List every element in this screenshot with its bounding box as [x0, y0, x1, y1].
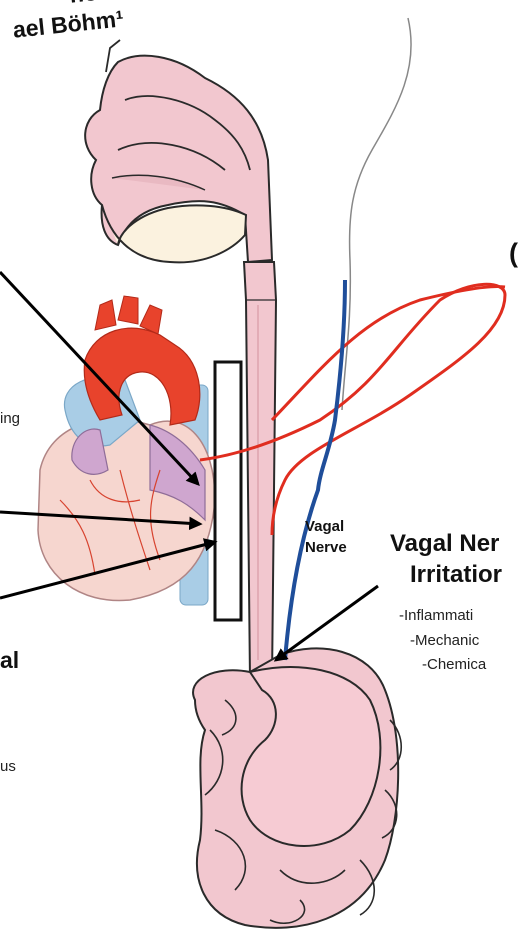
left-fragment-lower: us — [0, 758, 16, 775]
esophagus — [244, 262, 276, 680]
irritation-cause-chemical: -Chemica — [422, 656, 486, 673]
vagal-nerve-label-line-1: Vagal — [305, 516, 347, 537]
white-bar — [215, 362, 241, 620]
vagal-nerve-label-line-2: Nerve — [305, 537, 347, 558]
vagal-nerve-line — [285, 280, 345, 660]
right-edge-paren: ( — [509, 238, 518, 269]
red-nerve-upper — [272, 287, 505, 420]
head-cross-section — [85, 40, 272, 262]
left-fragment-upper: ing — [0, 410, 20, 427]
neck-outline — [342, 18, 411, 410]
irritation-cause-inflammation: -Inflammati — [399, 607, 473, 624]
stomach-and-intestines — [193, 648, 401, 927]
left-fragment-bold: al — [0, 647, 19, 674]
vagal-irritation-title-line-2: Irritatior — [410, 559, 502, 590]
vagal-nerve-label: Vagal Nerve — [305, 516, 347, 558]
irritation-cause-mechanical: -Mechanic — [410, 632, 479, 649]
vagal-irritation-title: Vagal Ner Irritatior — [390, 528, 502, 590]
vagal-irritation-title-line-1: Vagal Ner — [390, 528, 502, 559]
